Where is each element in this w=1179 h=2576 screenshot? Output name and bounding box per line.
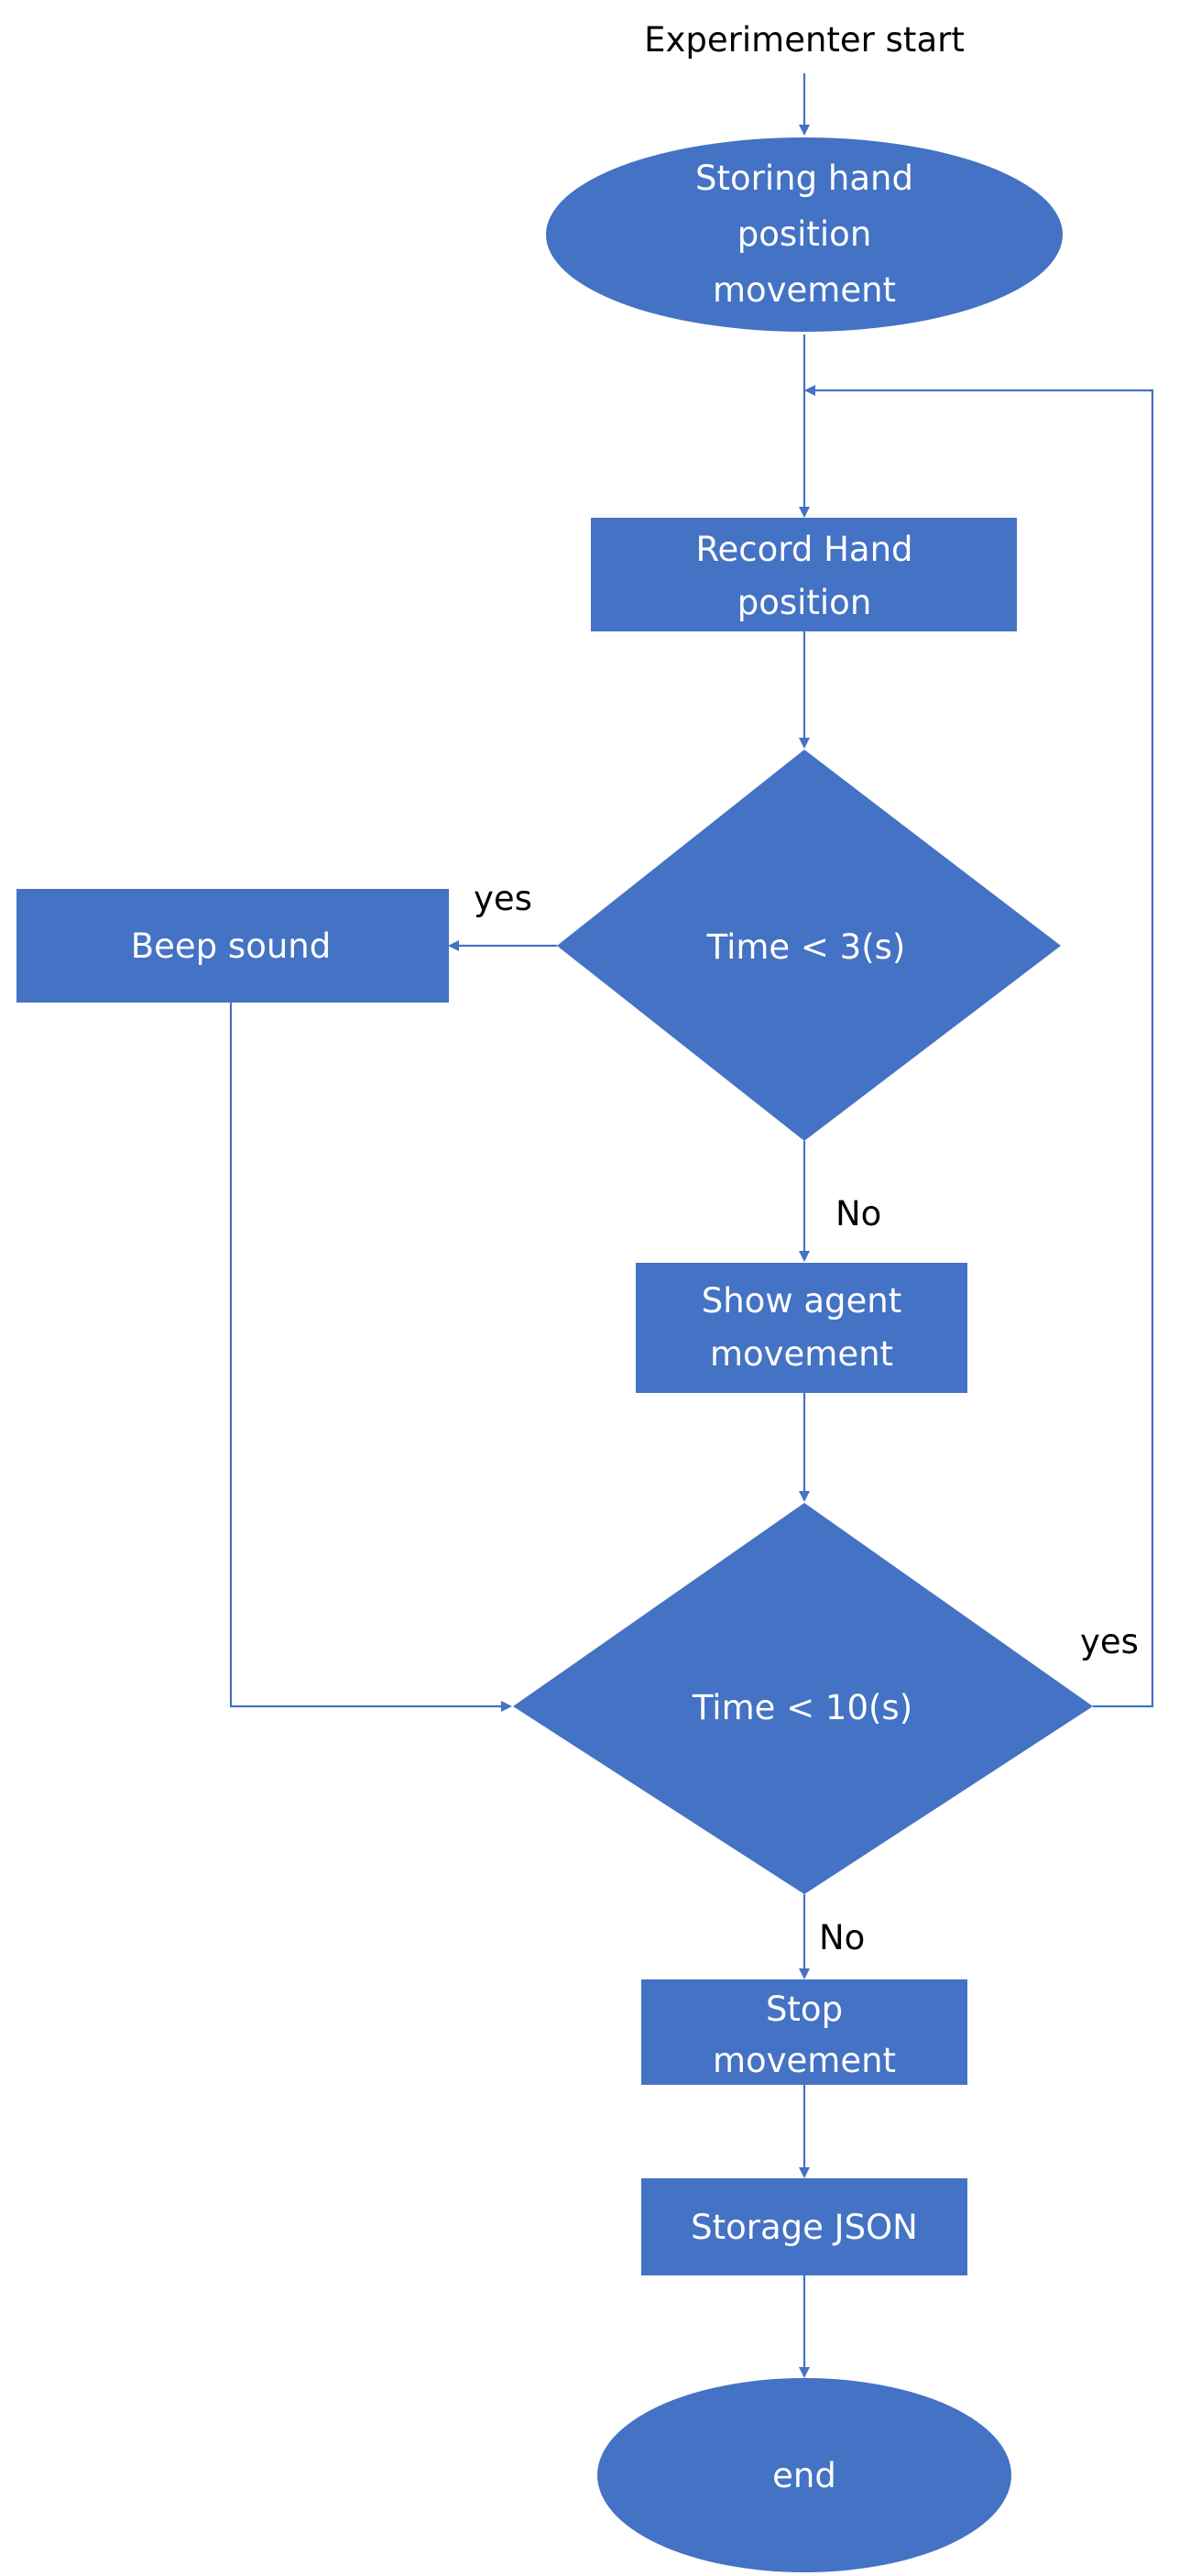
time3-yes-label: yes [474, 879, 532, 918]
beep-node: Beep sound [16, 889, 449, 1003]
edges [229, 73, 1154, 2378]
time3-node: Time < 3(s) [557, 750, 1061, 1141]
start-label: Experimenter start [644, 20, 965, 60]
storing-line-1: Storing hand [695, 159, 913, 198]
end-ellipse [597, 2378, 1011, 2572]
record-line-2: position [737, 583, 872, 622]
beep-label: Beep sound [131, 926, 331, 966]
time10-node: Time < 10(s) [513, 1503, 1093, 1894]
edge-beep-to-time10 [229, 1003, 512, 1712]
end-node: end [597, 2378, 1011, 2572]
show-rect [636, 1263, 967, 1393]
time10-label: Time < 10(s) [692, 1688, 912, 1727]
time10-no-label: No [819, 1918, 865, 1957]
show-line-2: movement [710, 1334, 893, 1374]
time3-label: Time < 3(s) [706, 927, 906, 967]
show-line-1: Show agent [702, 1281, 901, 1321]
record-line-1: Record Hand [695, 530, 912, 569]
time10-diamond [513, 1503, 1093, 1894]
storing-line-2: position [737, 214, 872, 254]
storing-ellipse [546, 137, 1063, 332]
storage-rect [641, 2178, 967, 2275]
edge-loop-return-to-main [804, 385, 1154, 1708]
storing-node: Storing hand position movement [546, 137, 1063, 332]
time10-yes-label: yes [1080, 1622, 1139, 1661]
record-rect [591, 518, 1017, 631]
stop-line-1: Stop [766, 1990, 843, 2029]
show-node: Show agent movement [636, 1263, 967, 1393]
record-node: Record Hand position [591, 518, 1017, 631]
stop-line-2: movement [713, 2041, 896, 2080]
storage-label: Storage JSON [691, 2208, 918, 2247]
stop-node: Stop movement [641, 1979, 967, 2085]
time3-diamond [557, 750, 1061, 1141]
end-label: end [772, 2456, 836, 2495]
beep-rect [16, 889, 449, 1003]
storage-node: Storage JSON [641, 2178, 967, 2275]
time3-no-label: No [835, 1194, 881, 1233]
storing-line-3: movement [713, 270, 896, 310]
stop-rect [641, 1979, 967, 2085]
